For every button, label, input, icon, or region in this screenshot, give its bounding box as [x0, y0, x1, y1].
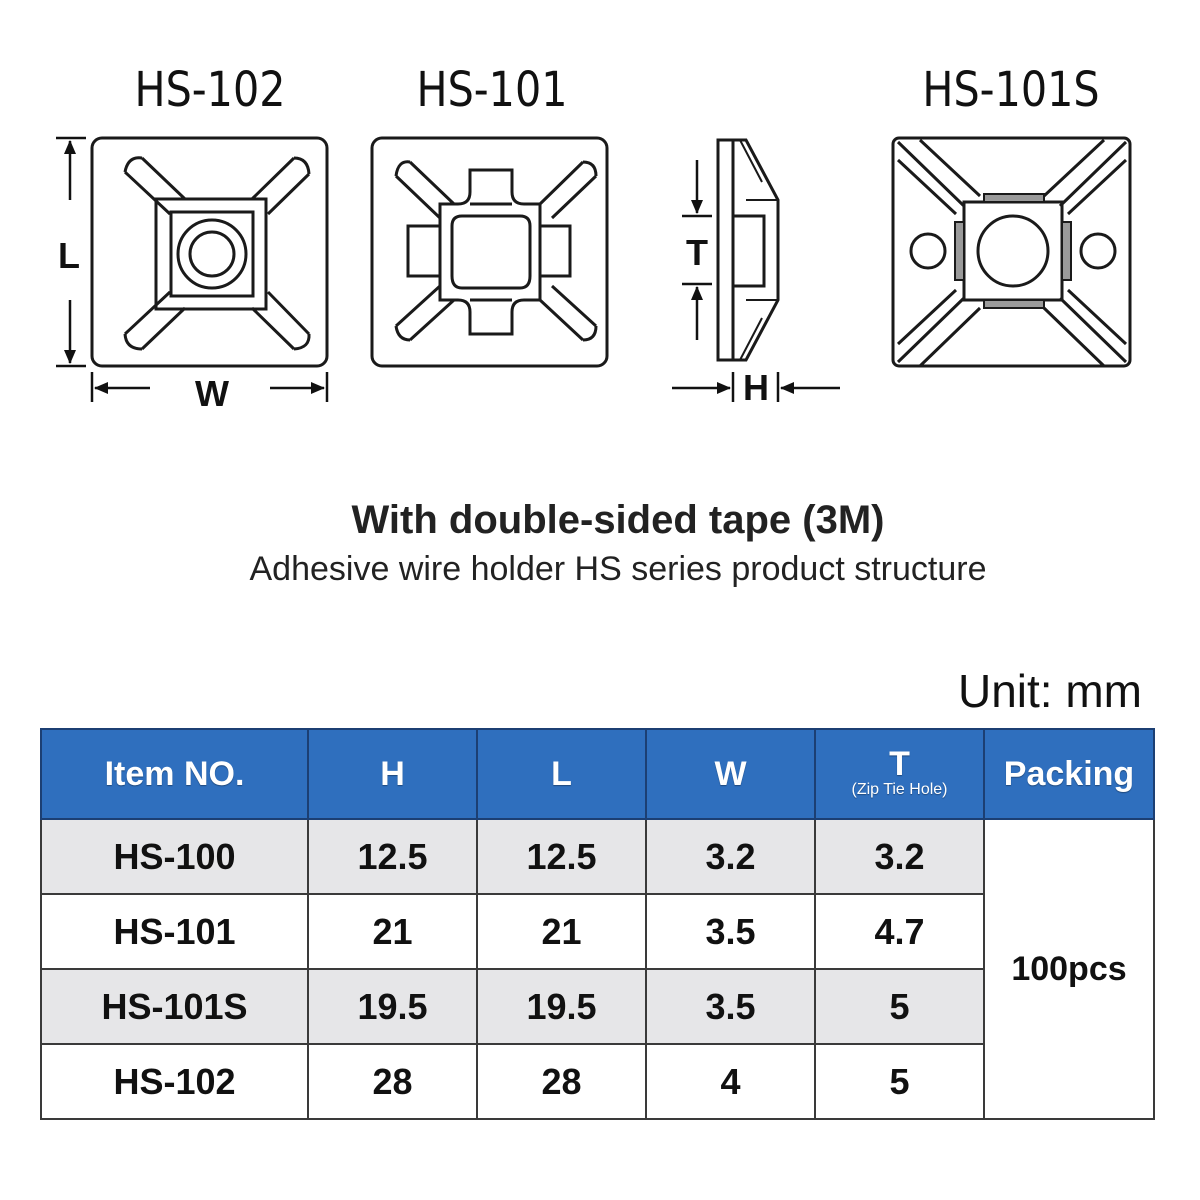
spec-table: Item NO. H L W T (Zip Tie Hole) Packing … — [40, 728, 1155, 1120]
dim-letter-t: T — [686, 232, 708, 273]
model-label-hs-102: HS-102 — [134, 62, 286, 118]
cell-w: 4 — [645, 1043, 816, 1120]
dimension-h — [672, 372, 840, 402]
technical-drawing — [56, 136, 1132, 402]
table-row: HS-101S 19.5 19.5 3.5 5 — [40, 968, 1154, 1045]
cell-l: 19.5 — [476, 968, 647, 1045]
table-row: HS-101 21 21 3.5 4.7 — [40, 893, 1154, 970]
cell-t: 5 — [814, 1043, 985, 1120]
unit-label: Unit: mm — [958, 665, 1142, 717]
hs-101-drawing — [370, 136, 609, 368]
cell-t: 5 — [814, 968, 985, 1045]
header-t-label: T — [889, 745, 910, 783]
header-packing: Packing — [983, 728, 1155, 820]
dim-letter-l: L — [58, 235, 80, 276]
header-item-no: Item NO. — [40, 728, 309, 820]
dimension-t — [682, 160, 712, 340]
cell-h: 21 — [307, 893, 478, 970]
cell-t: 3.2 — [814, 818, 985, 895]
hs-101s-tabs — [954, 193, 1072, 309]
cell-h: 28 — [307, 1043, 478, 1120]
cell-t: 4.7 — [814, 893, 985, 970]
cell-item: HS-101S — [40, 968, 309, 1045]
side-view-drawing — [716, 138, 780, 362]
cell-l: 12.5 — [476, 818, 647, 895]
cell-item: HS-101 — [40, 893, 309, 970]
model-label-hs-101s: HS-101S — [922, 62, 1100, 118]
hs-102-drawing — [90, 136, 329, 368]
header-l: L — [476, 728, 647, 820]
dim-letter-w: W — [195, 373, 229, 414]
header-h: H — [307, 728, 478, 820]
cell-w: 3.5 — [645, 893, 816, 970]
cell-item: HS-102 — [40, 1043, 309, 1120]
cell-packing: 100pcs — [983, 818, 1155, 1120]
table-header-row: Item NO. H L W T (Zip Tie Hole) Packing — [40, 728, 1155, 820]
table-row: HS-100 12.5 12.5 3.2 3.2 100pcs — [40, 818, 1155, 1120]
hs-101s-drawing — [891, 136, 1132, 368]
table-row: HS-102 28 28 4 5 — [40, 1043, 1154, 1120]
header-t: T (Zip Tie Hole) — [814, 728, 985, 820]
dimension-l — [56, 136, 86, 368]
header-t-note: (Zip Tie Hole) — [851, 781, 948, 798]
cell-w: 3.2 — [645, 818, 816, 895]
dim-letter-h: H — [743, 367, 769, 408]
header-w: W — [645, 728, 816, 820]
cell-w: 3.5 — [645, 968, 816, 1045]
cell-l: 21 — [476, 893, 647, 970]
cell-h: 12.5 — [307, 818, 478, 895]
caption-subtitle: Adhesive wire holder HS series product s… — [249, 550, 987, 588]
dimension-w — [90, 372, 329, 402]
cell-item: HS-100 — [40, 818, 309, 895]
caption-title: With double-sided tape (3M) — [351, 498, 885, 542]
cell-l: 28 — [476, 1043, 647, 1120]
cell-h: 19.5 — [307, 968, 478, 1045]
model-label-hs-101: HS-101 — [416, 62, 568, 118]
